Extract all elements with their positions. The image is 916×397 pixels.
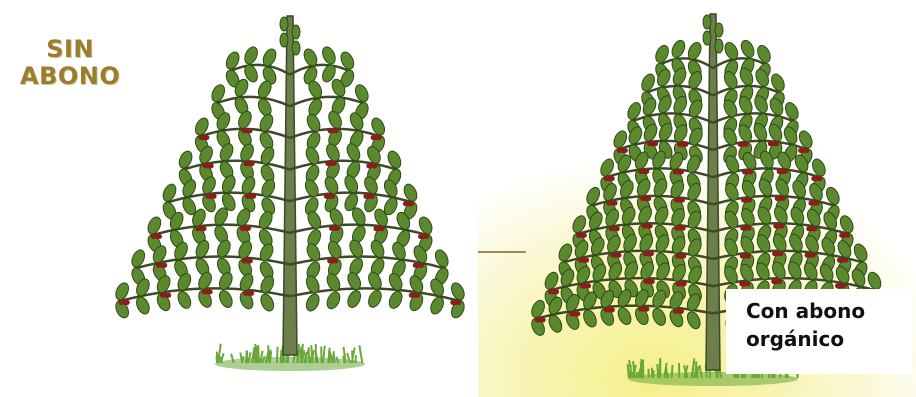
label-line-1: SIN [20,36,120,63]
label-line-2: ABONO [20,63,120,90]
sin-abono-label: SIN ABONO [20,36,120,90]
label-line-1: Con abono [746,297,865,325]
con-abono-label-box: Con abono orgánico [726,289,912,374]
con-abono-label: Con abono orgánico [746,297,865,353]
left-panel-without-fertilizer: SIN ABONO [0,0,478,397]
label-line-2: orgánico [746,325,865,353]
divider-line [478,251,526,253]
trunk [283,16,297,355]
